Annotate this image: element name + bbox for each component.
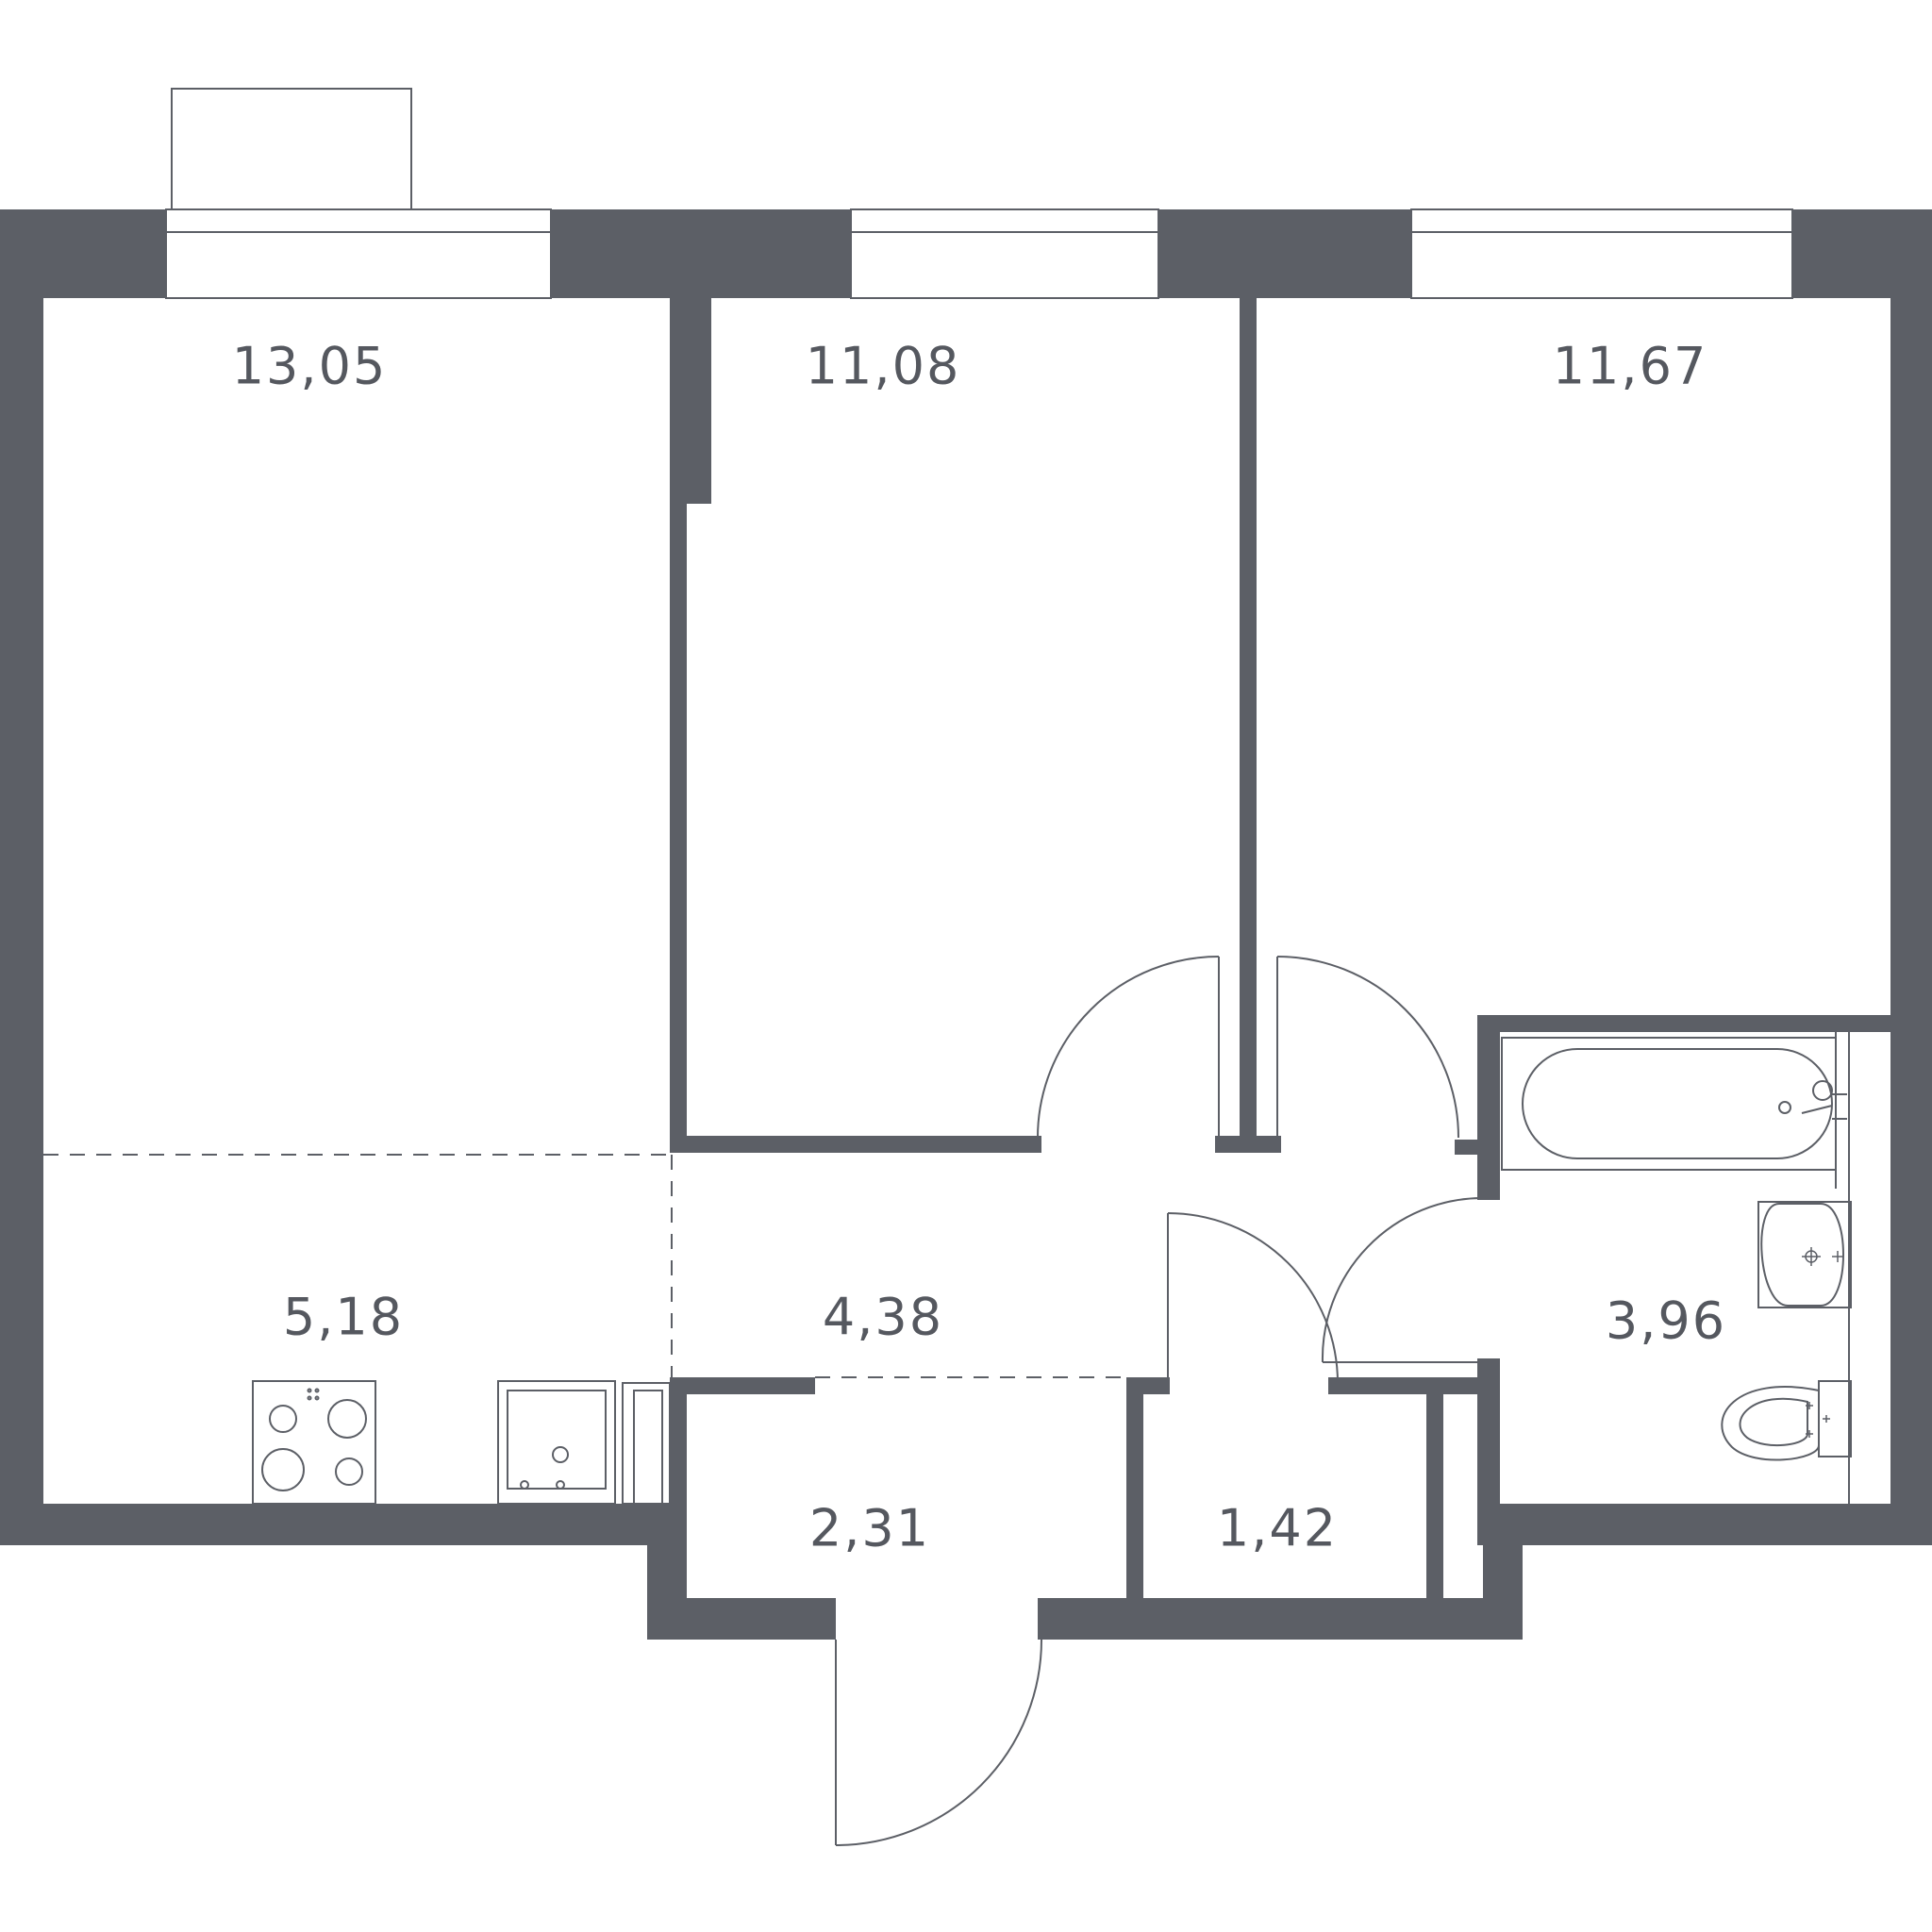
room-area-label: 11,08	[806, 337, 961, 396]
room-area-label: 2,31	[809, 1499, 930, 1558]
room-area-label: 13,05	[232, 337, 388, 396]
windows	[165, 208, 1793, 299]
window-icon	[1410, 208, 1793, 299]
room-area-label: 11,67	[1553, 337, 1708, 396]
zone-dividers	[43, 1154, 1126, 1378]
door-swing-icon	[835, 1639, 1042, 1846]
room-area-label: 3,96	[1606, 1291, 1726, 1351]
room-area-label: 5,18	[283, 1288, 404, 1347]
stove-icon	[252, 1380, 376, 1505]
room-area-label: 4,38	[823, 1288, 943, 1347]
sink-icon	[497, 1380, 616, 1505]
interior-walls	[622, 298, 1890, 1640]
window-icon	[165, 208, 552, 299]
room-area-label: 1,42	[1217, 1499, 1338, 1558]
door-swing-icon	[1276, 956, 1459, 1139]
toilet-icon	[1721, 1380, 1852, 1461]
doors	[835, 956, 1482, 1846]
bathtub-icon	[1501, 1032, 1850, 1504]
washbasin-icon	[1757, 1201, 1852, 1308]
window-icon	[850, 208, 1159, 299]
door-swing-icon	[1037, 956, 1220, 1139]
outer-walls	[0, 209, 1932, 1640]
door-swing-icon	[1321, 1197, 1482, 1363]
balcony	[171, 88, 412, 210]
door-swing-icon	[1167, 1212, 1339, 1384]
